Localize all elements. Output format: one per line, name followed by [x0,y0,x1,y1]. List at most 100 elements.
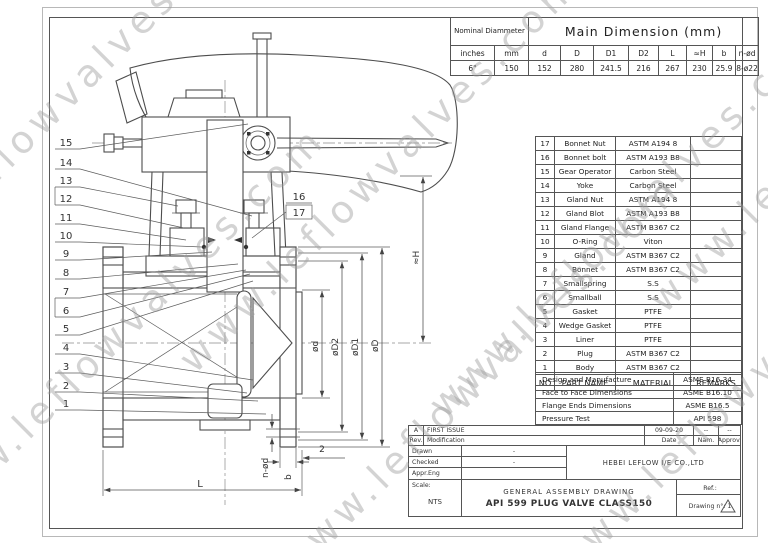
raised-face [295,291,303,395]
dimension-column-header: L [658,45,687,61]
parts-row: 11 Gland Flange ASTM B367 C2 [535,220,742,235]
body-bottom-wall [122,397,281,421]
part-name: Wedge Gasket [554,318,616,333]
dimension-column-header: inches [450,45,495,61]
dim-label: b [284,474,294,480]
parts-row: 12 Gland Blot ASTM A193 B8 [535,206,742,221]
o-ring [201,244,207,250]
part-no: 11 [535,220,555,235]
dim-label: øD2 [331,338,341,356]
part-name: Gland Flange [554,220,616,235]
gland-flange-left [169,227,205,257]
callout-label: 14 [60,158,73,169]
gland-flange-right [245,227,281,257]
part-remarks [690,290,742,305]
callout-16-17: 16 17 [251,192,313,239]
callout-label: 8 [63,268,69,279]
standard-value: ASME B16.34 [673,372,742,386]
standards-row: Face to Face Dimensions ASME B16.10 [535,385,742,399]
scale-label: Scale: [412,482,431,489]
callout-label: 1 [63,399,69,410]
part-material: ASTM B367 C2 [615,346,691,361]
sheet-inner-border [49,17,743,529]
part-remarks [690,332,742,347]
dimension-column-header: D1 [593,45,629,61]
valve-body [102,246,303,448]
plug [104,290,293,419]
gland-bolt-right [240,199,268,229]
part-material: ASTM B367 C2 [615,248,691,263]
nominal-diameter-header: Nominal Diammeter [450,17,529,46]
part-name: Bonnet bolt [554,150,616,165]
o-ring [243,244,249,250]
dimensions: ød øD2 øD1 øD ≈H L [102,175,432,496]
title-block: A FIRST ISSUE 09-09-20 -- -- Rev. Modifi… [408,425,741,517]
part-material: ASTM B367 C2 [615,220,691,235]
standard-value: API 598 [673,411,742,425]
part-material: PTFE [615,332,691,347]
part-name: Yoke [554,178,616,193]
right-flange-bolt-hole [279,256,297,266]
part-remarks [690,206,742,221]
dimension-column-header: n-ød [734,45,760,61]
callout-label: 10 [60,231,73,242]
dimension-column-header: b [712,45,736,61]
dim-label: 2 [319,445,325,455]
part-name: Gland [554,248,616,263]
dimension-value: 6" [450,60,495,76]
part-no: 6 [535,290,555,305]
callout-label: 17 [293,208,306,219]
dimension-value: 25.9 [712,60,736,76]
parts-row: 16 Bonnet bolt ASTM A193 B8 [535,150,742,165]
standards-row: Design and Manufacture ASME B16.34 [535,372,742,386]
part-no: 7 [535,276,555,291]
sheet-outer-border [42,7,758,537]
dim-label: ød [311,341,321,352]
dimension-column-header: D2 [628,45,659,61]
liner-sleeve [236,290,252,398]
part-remarks [690,248,742,263]
part-no: 14 [535,178,555,193]
standard-name: Design and Manufacture [535,372,674,386]
part-name: Gland Blot [554,206,616,221]
dim-label: L [197,479,203,490]
part-name: Liner [554,332,616,347]
part-name: O-Ring [554,234,616,249]
standards-table: Design and Manufacture ASME B16.34 Face … [535,372,742,425]
part-material: S.S [615,290,691,305]
main-dimension-table: Nominal Diammeter Main Dimension (mm) in… [450,17,760,76]
part-remarks [690,164,742,179]
callout-label: 15 [60,138,73,149]
part-material: Carbon Steel [615,164,691,179]
standard-value: ASME B16.10 [673,385,742,399]
parts-row: 3 Liner PTFE [535,332,742,347]
drawing-subtitle: GENERAL ASSEMBLY DRAWING [503,487,635,496]
part-material: PTFE [615,304,691,319]
part-name: Bonnet Nut [554,136,616,151]
part-no: 16 [535,150,555,165]
dimension-value: 267 [658,60,687,76]
callout-label: 9 [63,249,69,260]
standards-row: Flange Ends Dimensions ASME B16.5 [535,398,742,412]
part-material: S.S [615,276,691,291]
part-remarks [690,150,742,165]
part-remarks [690,304,742,319]
main-dimension-header: Main Dimension (mm) [527,17,760,46]
part-material: Viton [615,234,691,249]
part-name: Gear Operator [554,164,616,179]
gland-bolt-left [172,199,200,229]
dim-label: øD [371,339,381,352]
parts-row: 13 Gland Nut ASTM A194 8 [535,192,742,207]
standard-name: Pressure Test [535,411,674,425]
parts-row: 8 Bonnet ASTM B367 C2 [535,262,742,277]
parts-row: 6 Smallball S.S [535,290,742,305]
part-name: Smallspring [554,276,616,291]
part-remarks [690,276,742,291]
callout-leaders [54,123,267,415]
dimension-column-header: D [560,45,594,61]
dimension-value: 150 [494,60,529,76]
stem [206,119,244,293]
part-material: ASTM B367 C2 [615,262,691,277]
callout-label: 13 [60,176,73,187]
